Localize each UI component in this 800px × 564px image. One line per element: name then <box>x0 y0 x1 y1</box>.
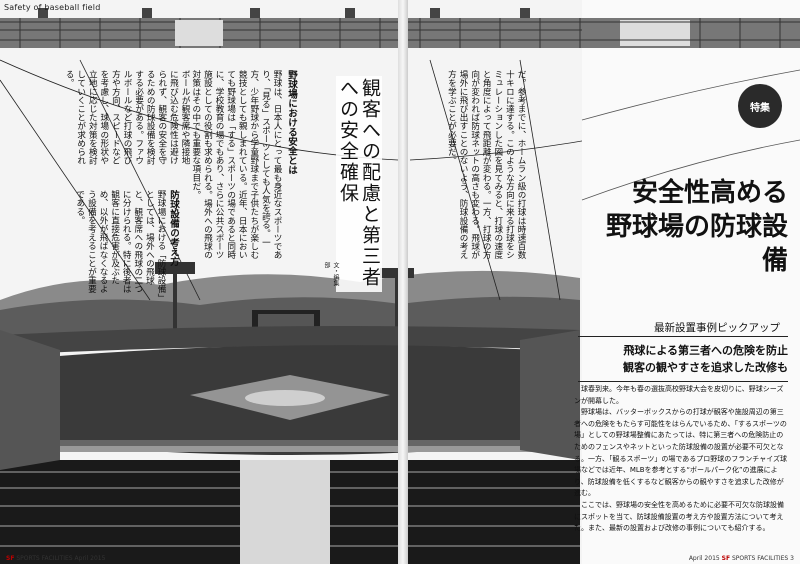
lead-box: 飛球による第三者への危険を防止 観客の観やすさを追求した改修も <box>578 336 788 382</box>
col4-body: だ。参考までに、ホームラン級の打球は時速百数十キロに達する。このような方向に来る… <box>446 70 526 260</box>
col2-body: ボールが観客席や隣接地に飛び込む危険性は避けられず、観客の安全を守るための防球設… <box>64 70 190 165</box>
title-line-2: 野球場の防球設備 <box>605 212 788 276</box>
col3-body: 野球場における「防球設備」としては、場外への飛球と、観客席への飛球の二つに分けら… <box>74 190 166 298</box>
page-number: 3 <box>790 555 794 562</box>
article-subtitle: 最新設置事例ピックアップ <box>654 322 780 334</box>
feature-badge: 特集 <box>738 84 782 128</box>
spread-gutter <box>398 0 408 564</box>
article-title: 安全性高める 野球場の防球設備 <box>588 176 788 278</box>
section-label: Safety of baseball field <box>4 3 101 12</box>
footer-left-brand: SF <box>6 555 15 562</box>
footer-right-brand: SF <box>721 555 731 562</box>
body-paragraph-2: 野球場は、バッターボックスからの打球が観客や施設周辺の第三者への危険をもたらす可… <box>574 408 788 498</box>
footer-left: SF SPORTS FACILITIES April 2015 <box>6 555 105 562</box>
footer-right-date: April 2015 <box>688 555 720 562</box>
vertical-title: 観客への配慮と第三者への安全確保 <box>336 76 382 292</box>
author-credit: 文・編集部 <box>323 262 339 286</box>
col1-heading: 野球場における安全とは <box>286 70 297 175</box>
footer-left-date: April 2015 <box>74 555 106 562</box>
body-paragraph-1: 球春到来。今年も春の選抜高校野球大会を皮切りに、野球シーズンが開幕した。 <box>574 385 784 405</box>
title-line-1: 安全性高める <box>631 178 788 208</box>
lead-line-2: 観客の観やすさを追求した改修も <box>623 361 788 374</box>
body-paragraph-3: ここでは、野球場の安全性を高めるために必要不可欠な防球設備にスポットを当て、防球… <box>574 500 784 533</box>
col3-heading: 防球設備の考え方 <box>168 190 179 266</box>
lead-line-1: 飛球による第三者への危険を防止 <box>623 344 788 357</box>
footer-right: April 2015 SF SPORTS FACILITIES 3 <box>689 555 794 562</box>
article-body: 球春到来。今年も春の選抜高校野球大会を皮切りに、野球シーズンが開幕した。 野球場… <box>574 384 790 535</box>
footer-right-brand-rest: SPORTS FACILITIES <box>731 555 789 562</box>
col1-body: 野球は、日本人にとって最も身近なスポーツであり、「見る」スポーツとしても人気を誇… <box>190 70 282 260</box>
footer-left-brand-rest: SPORTS FACILITIES <box>16 555 73 562</box>
